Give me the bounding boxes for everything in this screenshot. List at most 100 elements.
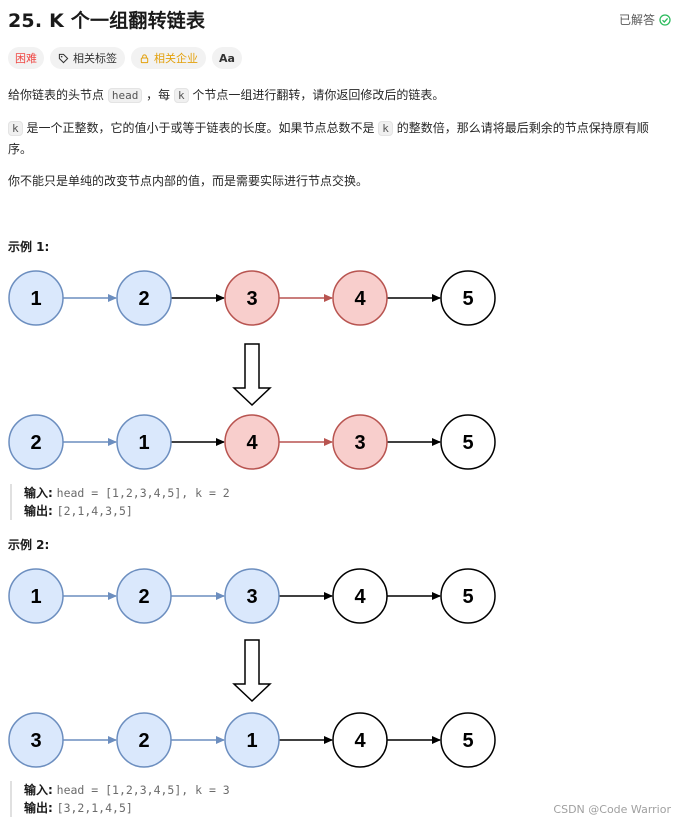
list-node: 4 (332, 270, 388, 326)
solved-label: 已解答 (618, 13, 655, 27)
list-node: 3 (8, 712, 64, 768)
check-circle-icon (659, 13, 671, 26)
list-node: 4 (332, 712, 388, 768)
example-2-title: 示例 2: (8, 538, 50, 552)
code-k: k (378, 121, 393, 136)
code-k: k (173, 88, 189, 103)
node-circle (8, 712, 64, 768)
example-2-after-diagram: 3 2 1 4 5 (8, 712, 496, 768)
node-label: 3 (246, 288, 257, 310)
node-circle (332, 270, 388, 326)
node-label: 2 (138, 288, 149, 310)
list-node: 5 (440, 270, 496, 326)
list-node: 3 (332, 414, 388, 470)
node-label: 1 (246, 730, 257, 752)
example-1-before-diagram: 1 2 3 4 5 (8, 270, 496, 326)
list-node: 4 (332, 568, 388, 624)
input-label: 输入: (24, 783, 53, 797)
problem-title: 25. K 个一组翻转链表 (8, 10, 206, 32)
node-circle (332, 414, 388, 470)
list-node: 5 (440, 712, 496, 768)
solved-status[interactable]: 已解答 (619, 11, 671, 28)
node-label: 5 (462, 586, 473, 608)
list-node: 1 (224, 712, 280, 768)
output-label: 输出: (24, 504, 53, 518)
example-2-io: 输入: head = [1,2,3,4,5], k = 3 输出: [3,2,1… (10, 781, 230, 817)
node-label: 3 (246, 586, 257, 608)
example-1-title: 示例 1: (8, 240, 50, 254)
difficulty-badge[interactable]: 困难 (8, 47, 44, 69)
lock-icon (140, 53, 149, 63)
node-circle (116, 568, 172, 624)
node-circle (224, 270, 280, 326)
node-label: 3 (354, 432, 365, 454)
node-label: 3 (30, 730, 41, 752)
output-label: 输出: (24, 801, 53, 815)
node-label: 2 (30, 432, 41, 454)
node-circle (8, 568, 64, 624)
node-circle (116, 270, 172, 326)
input-value: head = [1,2,3,4,5], k = 2 (56, 486, 230, 500)
text: ，每 (142, 88, 174, 102)
example-1-io: 输入: head = [1,2,3,4,5], k = 2 输出: [2,1,4… (10, 484, 230, 520)
example-2-before-diagram: 1 2 3 4 5 (8, 568, 496, 624)
input-label: 输入: (24, 486, 53, 500)
tag-icon (58, 53, 69, 63)
text: 给你链表的头节点 (8, 88, 108, 102)
node-circle (8, 414, 64, 470)
related-tags-label: 相关标签 (73, 52, 117, 65)
tag-bar: 困难 相关标签 相关企业 Aa (8, 47, 242, 69)
node-circle (224, 568, 280, 624)
list-node: 5 (440, 568, 496, 624)
input-value: head = [1,2,3,4,5], k = 3 (56, 783, 230, 797)
node-label: 1 (138, 432, 149, 454)
description-paragraph-2: k 是一个正整数，它的值小于或等于链表的长度。如果节点总数不是 k 的整数倍，那… (8, 118, 669, 159)
list-node: 1 (116, 414, 172, 470)
text: 的整数倍，那么请将最后剩余的节点保持原有顺序。 (8, 121, 649, 156)
node-circle (116, 414, 172, 470)
list-node: 4 (224, 414, 280, 470)
text: 个节点一组进行翻转，请你返回修改后的链表。 (188, 88, 445, 102)
list-node: 1 (8, 568, 64, 624)
font-size-button[interactable]: Aa (212, 47, 242, 69)
watermark: CSDN @Code Warrior (553, 803, 671, 816)
related-tags-button[interactable]: 相关标签 (50, 47, 125, 69)
list-node: 3 (224, 270, 280, 326)
node-label: 4 (354, 586, 366, 608)
node-label: 1 (30, 586, 41, 608)
description-paragraph-3: 你不能只是单纯的改变节点内部的值，而是需要实际进行节点交换。 (8, 174, 369, 188)
node-label: 1 (30, 288, 41, 310)
code-head: head (107, 88, 143, 103)
down-arrow-icon (232, 343, 272, 407)
example-1-after-diagram: 2 1 4 3 5 (8, 414, 496, 470)
description-paragraph-1: 给你链表的头节点 head ，每 k 个节点一组进行翻转，请你返回修改后的链表。 (8, 85, 669, 106)
node-label: 2 (138, 586, 149, 608)
node-circle (440, 414, 496, 470)
list-node: 1 (8, 270, 64, 326)
related-companies-button[interactable]: 相关企业 (131, 47, 206, 69)
list-node: 2 (116, 568, 172, 624)
related-companies-label: 相关企业 (154, 52, 198, 65)
text: 是一个正整数，它的值小于或等于链表的长度。如果节点总数不是 (22, 121, 379, 135)
node-circle (440, 712, 496, 768)
node-circle (440, 568, 496, 624)
node-circle (440, 270, 496, 326)
list-node: 3 (224, 568, 280, 624)
node-circle (224, 414, 280, 470)
node-circle (8, 270, 64, 326)
node-label: 2 (138, 730, 149, 752)
node-label: 5 (462, 432, 473, 454)
node-label: 5 (462, 730, 473, 752)
node-label: 4 (354, 730, 366, 752)
node-circle (332, 712, 388, 768)
output-value: [2,1,4,3,5] (56, 504, 133, 518)
node-circle (224, 712, 280, 768)
down-arrow-icon (232, 639, 272, 703)
code-k: k (8, 121, 23, 136)
list-node: 2 (8, 414, 64, 470)
list-node: 2 (116, 270, 172, 326)
node-label: 4 (354, 288, 366, 310)
list-node: 2 (116, 712, 172, 768)
node-label: 4 (246, 432, 258, 454)
node-circle (332, 568, 388, 624)
